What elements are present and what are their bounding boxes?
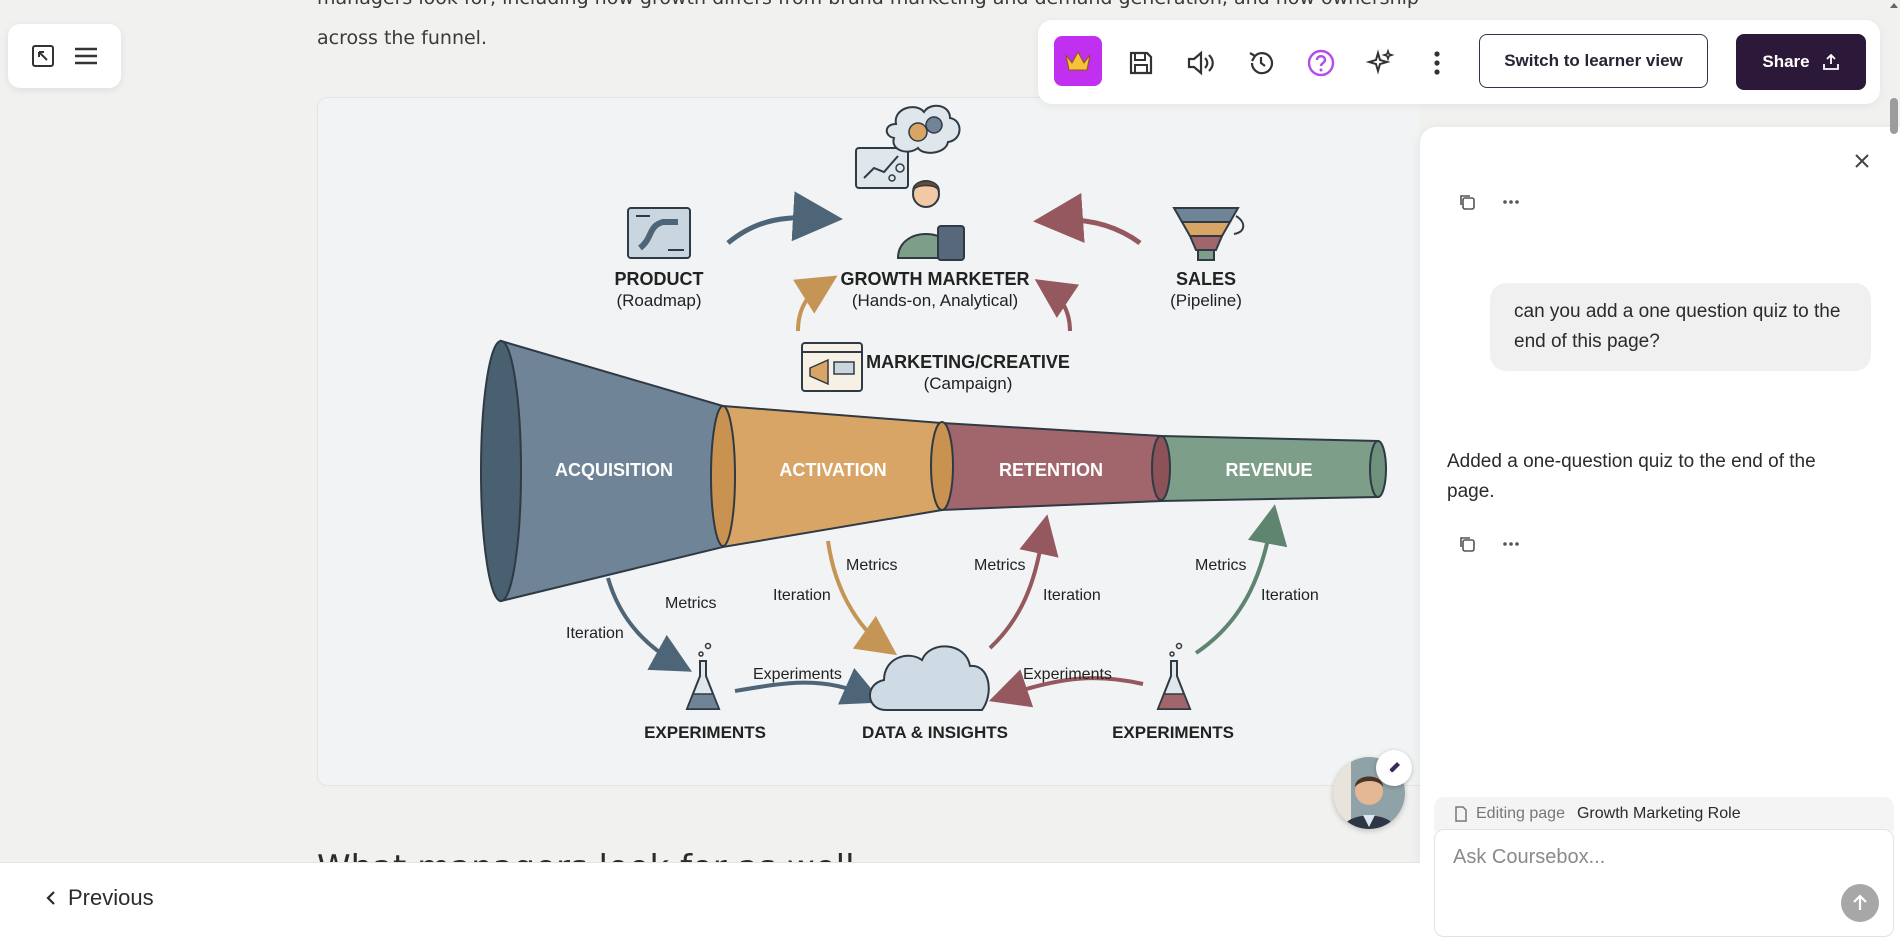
marketing-title: MARKETING/CREATIVE	[866, 352, 1070, 372]
editor-toolbar: Switch to learner view Share	[1038, 20, 1880, 104]
upload-icon	[1822, 53, 1839, 70]
assistant-message: Added a one-question quiz to the end of …	[1447, 451, 1816, 502]
label-iteration-4: Iteration	[1261, 587, 1319, 604]
marketing-subtitle: (Campaign)	[924, 374, 1013, 393]
avatar[interactable]	[1333, 757, 1405, 829]
arrow-sales-to-marketer	[1033, 193, 1142, 246]
crown-icon[interactable]	[1054, 36, 1102, 86]
sparkle-icon[interactable]	[1360, 42, 1402, 84]
chat-panel: can you add a one question quiz to the e…	[1420, 127, 1900, 940]
pencil-icon	[1389, 762, 1400, 773]
more-options-icon[interactable]	[1500, 533, 1522, 555]
label-iteration-3: Iteration	[1043, 587, 1101, 604]
data-cloud-icon	[869, 645, 990, 711]
flask-icon-left	[685, 642, 721, 710]
save-icon[interactable]	[1120, 42, 1162, 84]
previous-button[interactable]: Previous	[46, 885, 154, 911]
more-icon[interactable]	[1416, 42, 1458, 84]
arrow-right-experiments-to-data	[988, 669, 1144, 708]
next-section-heading: What managers look for as well...	[317, 848, 887, 862]
sales-funnel-icon	[1172, 207, 1245, 261]
editing-page-name: Growth Marketing Role	[1576, 805, 1741, 822]
funnel-acquisition	[480, 339, 724, 603]
menu-icon[interactable]	[71, 41, 101, 71]
copy-icon[interactable]	[1456, 533, 1478, 555]
experiments-right-title: EXPERIMENTS	[1112, 723, 1234, 742]
history-icon[interactable]	[1240, 42, 1282, 84]
label-metrics-1: Metrics	[665, 595, 717, 612]
share-label: Share	[1762, 52, 1810, 71]
roadmap-icon	[627, 207, 691, 259]
arrow-data-to-retention	[988, 514, 1059, 650]
chevron-left-icon	[46, 891, 55, 905]
product-subtitle: (Roadmap)	[616, 291, 701, 310]
growth-marketer-subtitle: (Hands-on, Analytical)	[852, 291, 1018, 310]
data-insights-title: DATA & INSIGHTS	[862, 723, 1008, 742]
label-experiments-2: Experiments	[1023, 666, 1112, 683]
stage-retention: RETENTION	[999, 460, 1103, 480]
arrow-experiments-to-revenue	[1194, 504, 1288, 655]
label-metrics-3: Metrics	[974, 557, 1026, 574]
arrow-acquisition-to-experiments	[606, 577, 693, 672]
send-button[interactable]	[1841, 884, 1879, 922]
funnel-activation	[710, 404, 943, 549]
product-title: PRODUCT	[615, 269, 704, 289]
switch-learner-view-button[interactable]: Switch to learner view	[1479, 34, 1708, 88]
more-options-icon[interactable]	[1500, 191, 1522, 213]
arrow-up-icon	[1853, 894, 1867, 910]
experiments-left-title: EXPERIMENTS	[644, 723, 766, 742]
page-icon	[1455, 806, 1467, 822]
message-actions-bottom	[1456, 533, 1522, 555]
audio-icon[interactable]	[1180, 42, 1222, 84]
growth-funnel-figure: ACQUISITION ACTIVATION RETENTION REVENUE…	[317, 97, 1420, 786]
funnel-retention	[930, 421, 1162, 512]
sales-title: SALES	[1176, 269, 1236, 289]
stage-activation: ACTIVATION	[779, 460, 886, 480]
funnel-diagram: ACQUISITION ACTIVATION RETENTION REVENUE…	[480, 104, 1387, 742]
arrow-marketing-up-left	[793, 275, 838, 332]
close-icon[interactable]	[1850, 149, 1874, 173]
top-left-controls	[8, 24, 121, 88]
bottom-navigation: Previous	[0, 862, 1420, 940]
intro-paragraph: managers look for, including how growth …	[317, 0, 1420, 49]
copy-icon[interactable]	[1456, 191, 1478, 213]
previous-label: Previous	[68, 885, 154, 910]
chat-input[interactable]	[1453, 846, 1853, 869]
label-metrics-4: Metrics	[1195, 557, 1247, 574]
user-message: can you add a one question quiz to the e…	[1490, 283, 1871, 371]
scrollbar-thumb[interactable]	[1890, 98, 1898, 134]
help-icon[interactable]	[1300, 42, 1342, 84]
message-actions-top	[1456, 191, 1522, 213]
label-iteration-1: Iteration	[566, 625, 624, 642]
arrow-activation-to-data	[826, 540, 898, 656]
marketing-megaphone-icon	[801, 342, 863, 392]
stage-acquisition: ACQUISITION	[555, 460, 673, 480]
collapse-icon[interactable]	[28, 41, 58, 71]
label-experiments-1: Experiments	[753, 666, 842, 683]
label-metrics-2: Metrics	[846, 557, 898, 574]
chat-input-container	[1434, 829, 1894, 937]
sales-subtitle: (Pipeline)	[1170, 291, 1242, 310]
share-button[interactable]: Share	[1736, 34, 1866, 90]
arrow-product-to-marketer	[726, 191, 843, 245]
growth-marketer-title: GROWTH MARKETER	[841, 269, 1030, 289]
stage-revenue: REVENUE	[1225, 460, 1312, 480]
flask-icon-right	[1156, 642, 1192, 710]
edit-avatar-button[interactable]	[1376, 750, 1412, 786]
editing-page-indicator: Editing page Growth Marketing Role	[1434, 797, 1894, 831]
growth-marketer-icon	[855, 104, 965, 261]
editing-label: Editing page	[1476, 805, 1565, 822]
arrow-experiments-to-data	[734, 667, 883, 705]
scrollbar[interactable]	[1888, 0, 1900, 940]
scroll-up-icon[interactable]	[1889, 0, 1899, 10]
main-content: managers look for, including how growth …	[317, 0, 1420, 862]
funnel-revenue	[1151, 434, 1387, 503]
arrow-marketing-up-right	[1034, 279, 1080, 332]
label-iteration-2: Iteration	[773, 587, 831, 604]
